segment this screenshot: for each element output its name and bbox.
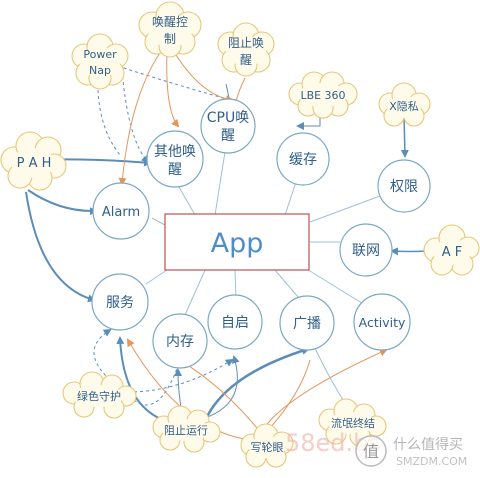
cpu-wake-circle xyxy=(200,98,256,154)
block-wake-label-2: 醒 xyxy=(240,53,252,67)
cache-circle xyxy=(276,132,330,186)
permission-label: 权限 xyxy=(390,179,418,195)
smzdm-logo-icon xyxy=(355,435,387,467)
cache-label: 缓存 xyxy=(289,152,317,168)
green-guard-label: 绿色守护 xyxy=(77,389,121,403)
broadcast-label: 广播 xyxy=(293,316,321,332)
activity-label: Activity xyxy=(359,315,406,330)
permission-circle xyxy=(377,159,431,213)
autostart-label: 自启 xyxy=(221,315,249,331)
wakelock-write-cloud xyxy=(240,423,294,468)
block-run-label: 阻止运行 xyxy=(164,424,208,437)
block-wake-cloud xyxy=(217,22,275,77)
circle-labels: 其他唤 醒 CPU唤 醒 缓存 Alarm 权限 联网 服务 内存 自启 广播 … xyxy=(102,109,418,350)
cloud-nodes xyxy=(0,1,480,468)
alarm-circle xyxy=(92,182,150,240)
app-label: App xyxy=(211,228,264,259)
other-wake-label-2: 醒 xyxy=(168,162,182,178)
flow-end-label: 流氓终结 xyxy=(331,416,375,430)
power-nap-label-1: Power xyxy=(83,48,117,61)
network-label: 联网 xyxy=(352,243,380,259)
app-box: App xyxy=(164,213,310,271)
pah-label: P A H xyxy=(17,156,52,171)
wake-control-label-2: 制 xyxy=(164,32,176,46)
memory-label: 内存 xyxy=(166,334,194,350)
cpu-wake-label-1: CPU唤 xyxy=(207,109,249,126)
memory-circle xyxy=(152,313,208,369)
other-wake-label-1: 其他唤 xyxy=(154,143,196,160)
watermark: 58ed.bs 值 什么值得买 SMZDM.COM xyxy=(285,429,467,468)
circle-nodes xyxy=(91,98,431,369)
wake-control-cloud xyxy=(138,1,202,58)
service-circle xyxy=(91,273,149,331)
power-nap-cloud xyxy=(71,33,129,90)
lbe360-label: LBE 360 xyxy=(300,89,345,102)
pah-cloud xyxy=(0,131,67,191)
wakelock-write-label: 写轮眼 xyxy=(251,440,284,454)
block-run-cloud xyxy=(152,405,221,453)
af-label: A F xyxy=(442,245,463,260)
service-label: 服务 xyxy=(106,295,134,311)
green-guard-cloud xyxy=(62,371,137,419)
af-cloud xyxy=(423,224,480,276)
flow-end-cloud xyxy=(318,398,387,447)
smzdm-logo-subtext: SMZDM.COM xyxy=(396,455,467,468)
lbe360-cloud xyxy=(288,71,358,119)
wake-control-label-1: 唤醒控 xyxy=(152,15,188,29)
broadcast-circle xyxy=(279,295,335,351)
dashed-arrows xyxy=(93,65,234,406)
cloud-labels: 唤醒控 制 阻止唤 醒 Power Nap LBE 360 X隐私 P A H … xyxy=(17,15,463,454)
block-wake-label-1: 阻止唤 xyxy=(228,36,264,50)
xprivacy-cloud xyxy=(378,82,431,127)
activity-circle xyxy=(353,293,411,351)
power-nap-label-2: Nap xyxy=(89,64,111,77)
network-circle xyxy=(339,223,393,277)
autostart-circle xyxy=(207,294,263,350)
xprivacy-label: X隐私 xyxy=(389,100,419,113)
other-wake-circle xyxy=(146,130,204,188)
smzdm-logo-text: 什么值得买 xyxy=(393,436,463,453)
cpu-wake-label-2: 醒 xyxy=(221,128,235,144)
smzdm-logo-glyph: 值 xyxy=(363,442,379,461)
alarm-label: Alarm xyxy=(102,205,140,220)
app-links xyxy=(145,151,381,316)
